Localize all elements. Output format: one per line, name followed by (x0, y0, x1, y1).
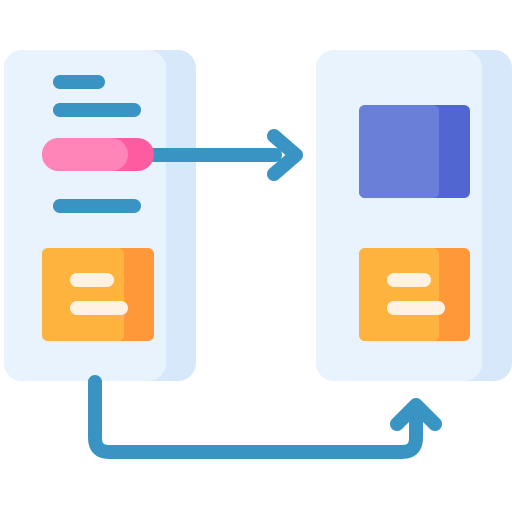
right-card-face (359, 248, 439, 341)
card-line (70, 273, 114, 287)
left-panel (4, 50, 282, 381)
purple-block (359, 105, 470, 198)
right-card (359, 248, 470, 341)
arrow-shaft-top (140, 148, 282, 162)
left-card-face (42, 248, 124, 341)
left-card (42, 248, 154, 341)
right-panel (316, 50, 512, 381)
purple-block-face (359, 105, 439, 198)
card-line (387, 301, 445, 315)
highlighted-item-face (42, 138, 128, 171)
arrow-up-icon (390, 398, 442, 431)
card-line (70, 301, 128, 315)
highlighted-item (42, 138, 154, 171)
arrow-path-bottom (88, 375, 423, 459)
arrow-right-icon (267, 129, 303, 181)
text-line (53, 199, 141, 213)
text-line (53, 75, 105, 89)
text-line (53, 103, 141, 117)
card-line (387, 273, 431, 287)
